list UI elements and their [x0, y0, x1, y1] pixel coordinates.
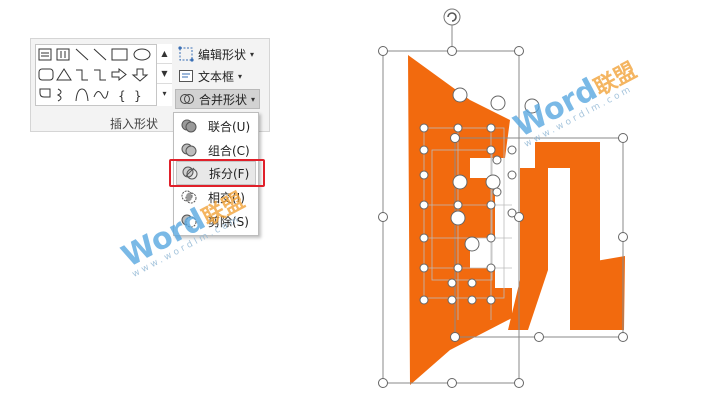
resize-handles[interactable]	[378, 46, 628, 388]
curve-shape-icon	[56, 88, 62, 102]
brace-left-shape-icon: {	[118, 89, 126, 103]
menu-item-intersect[interactable]: 相交(I)	[176, 185, 256, 209]
text-box-label: 文本框	[198, 69, 235, 84]
gallery-scroll-down-button[interactable]: ▼	[157, 64, 172, 84]
inner-shape-outlines	[423, 127, 512, 320]
chevron-down-icon: ▾	[250, 49, 255, 59]
line-shape-icon	[75, 48, 89, 61]
flowchart-shape-icon	[39, 88, 51, 98]
wave-shape-icon	[93, 90, 109, 99]
elbow-arrow-connector-shape-icon	[94, 69, 106, 81]
chevron-down-icon: ▾	[238, 71, 243, 81]
text-box-button[interactable]: 文本框 ▾	[175, 66, 245, 86]
menu-item-label: 相交(I)	[208, 190, 245, 205]
merge-shapes-icon	[180, 94, 194, 104]
inner-rotate-handles[interactable]	[450, 87, 540, 252]
elbow-connector-shape-icon	[76, 69, 88, 81]
menu-item-label: 联合(U)	[208, 119, 251, 134]
arrow-line-shape-icon	[93, 48, 107, 61]
textbox-shape-icon	[38, 48, 52, 61]
group-label: 插入形状	[110, 117, 159, 131]
subtract-icon	[181, 214, 197, 228]
rectangle-shape-icon	[111, 48, 128, 61]
gallery-scrollbar[interactable]: ▲ ▼ ▾	[156, 44, 172, 106]
shapes-gallery-icons[interactable]: { }	[36, 45, 156, 105]
triangle-shape-icon	[56, 68, 72, 81]
merge-shapes-button[interactable]: 合并形状 ▾	[175, 89, 260, 109]
highlight-frame	[169, 159, 265, 187]
down-arrow-shape-icon	[131, 68, 149, 82]
menu-item-label: 拆分(F)	[209, 166, 250, 181]
oval-shape-icon	[133, 48, 151, 61]
menu-item-combine[interactable]: 组合(C)	[176, 138, 256, 162]
text-box-icon	[179, 70, 193, 82]
right-arrow-shape-icon	[111, 67, 127, 82]
union-icon	[181, 119, 197, 133]
chevron-down-icon: ▾	[251, 94, 256, 104]
rounded-rectangle-shape-icon	[38, 68, 54, 81]
gallery-more-button[interactable]: ▾	[162, 89, 167, 98]
arc-shape-icon	[75, 88, 89, 102]
brace-right-shape-icon: }	[134, 89, 142, 103]
menu-item-label: 剪除(S)	[208, 214, 249, 229]
menu-item-subtract[interactable]: 剪除(S)	[176, 209, 256, 233]
shapes-gallery[interactable]: { }	[35, 44, 172, 106]
orange-glyph-shape-right[interactable]	[508, 142, 625, 330]
edit-shape-label: 编辑形状	[198, 47, 247, 62]
gallery-scroll-up-button[interactable]: ▲	[157, 44, 172, 64]
fragment-icon	[182, 166, 198, 180]
vertical-textbox-shape-icon	[56, 48, 70, 61]
menu-item-label: 组合(C)	[208, 143, 250, 158]
menu-item-union[interactable]: 联合(U)	[176, 114, 256, 138]
edit-shape-button[interactable]: 编辑形状 ▾	[175, 44, 257, 64]
edit-shape-icon	[178, 46, 194, 62]
menu-item-fragment[interactable]: 拆分(F)	[176, 161, 256, 185]
intersect-icon	[181, 190, 197, 204]
merge-shapes-label: 合并形状	[199, 92, 248, 107]
rotate-handle-icon[interactable]	[443, 8, 461, 26]
combine-icon	[181, 143, 197, 157]
